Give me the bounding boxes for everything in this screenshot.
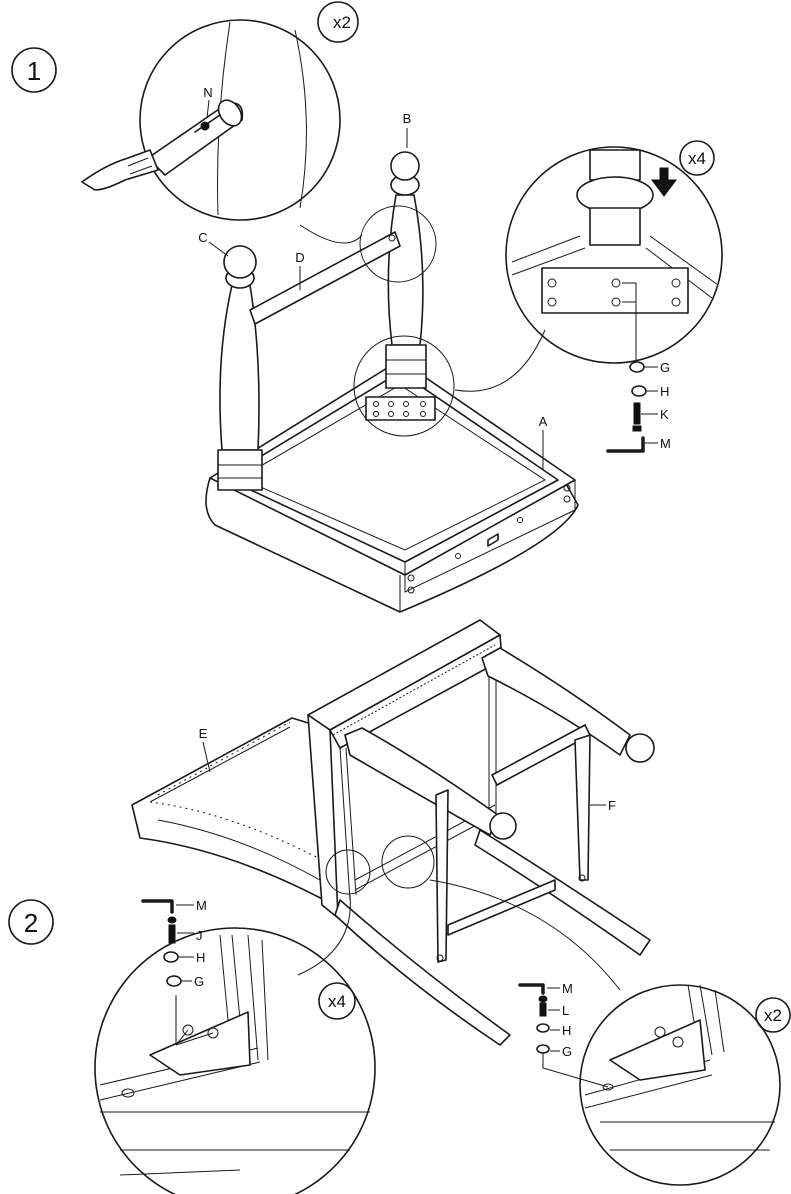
detail-n-screw <box>81 1 359 221</box>
hardware-stack-2-right <box>518 983 609 1088</box>
label-a: A <box>539 414 548 429</box>
detail-focus-stretcher <box>359 205 437 283</box>
detail-n-multiplier: x2 <box>333 13 351 32</box>
label-b: B <box>403 111 412 126</box>
label-n: N <box>203 85 212 100</box>
label-g-2: G <box>194 974 204 989</box>
hardware-stack-1 <box>606 361 658 453</box>
label-h-2: H <box>196 950 205 965</box>
label-h-1: H <box>660 384 669 399</box>
backrest-e <box>131 717 329 903</box>
step-1-badge: 1 <box>11 47 57 93</box>
detail-focus-bracket <box>353 335 455 437</box>
leg-b <box>385 151 427 389</box>
detail-corner-left-multiplier: x4 <box>328 992 346 1011</box>
detail-corner-left <box>94 927 376 1194</box>
step-2-number: 2 <box>24 908 38 938</box>
step-1-number: 1 <box>27 56 41 86</box>
label-g-1: G <box>660 360 670 375</box>
label-f: F <box>608 798 616 813</box>
hardware-stack-2-left <box>141 899 194 987</box>
label-k: K <box>660 407 669 422</box>
detail-corner-right-multiplier: x2 <box>764 1006 782 1025</box>
detail-corner-right <box>579 984 791 1186</box>
detail-focus-corner-2 <box>381 835 435 889</box>
seat-frame-a <box>205 359 579 613</box>
label-g-3: G <box>562 1044 572 1059</box>
label-c: C <box>198 230 207 245</box>
label-m-3: M <box>562 981 573 996</box>
label-d: D <box>295 250 304 265</box>
label-h-3: H <box>562 1023 571 1038</box>
front-legs-step-2 <box>344 647 655 840</box>
detail-leg-bracket <box>505 140 723 364</box>
label-m-1: M <box>660 436 671 451</box>
detail-focus-corner-1 <box>325 849 371 895</box>
stretcher-d <box>249 231 401 325</box>
detail-bracket-multiplier: x4 <box>688 149 706 168</box>
label-m-2: M <box>196 898 207 913</box>
label-l: L <box>562 1003 569 1018</box>
leg-c <box>217 245 263 491</box>
back-legs-f <box>334 734 651 1046</box>
label-e: E <box>199 726 208 741</box>
label-j: J <box>196 928 203 943</box>
step-2-badge: 2 <box>8 899 54 945</box>
